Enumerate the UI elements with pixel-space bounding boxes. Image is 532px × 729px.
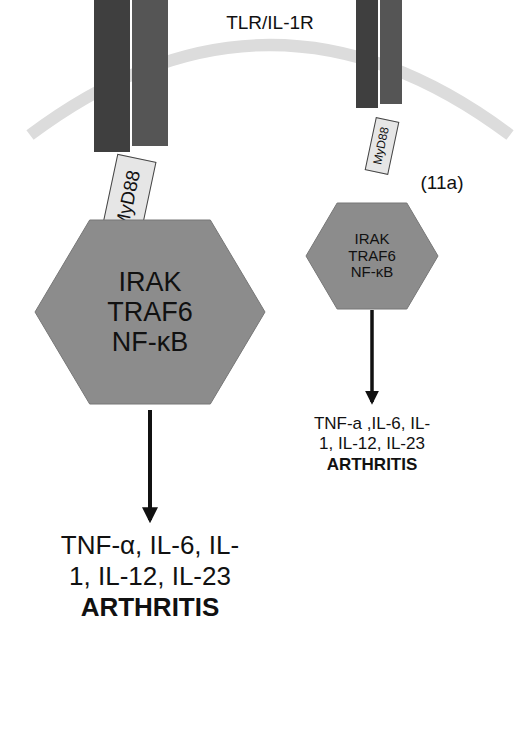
- signalling-hexagon: IRAK TRAF6 NF-κB: [305, 202, 439, 310]
- receptor-chain: [94, 0, 130, 152]
- signal-arrow: [148, 410, 152, 520]
- node-text: IRAK TRAF6 NF-κB: [100, 267, 200, 358]
- receptor-chain: [380, 0, 402, 104]
- receptor-label: TLR/IL-1R: [190, 12, 350, 35]
- figure-tag: (11a): [402, 172, 482, 195]
- cytokine-list: TNF-α, IL-6, IL-1, IL-12, IL-23: [58, 530, 242, 592]
- receptor-chain: [356, 0, 378, 108]
- signal-arrow: [370, 310, 374, 402]
- cytokine-list: TNF-a ,IL-6, IL-1, IL-12, IL-23: [313, 414, 431, 455]
- receptor-chain: [132, 0, 168, 146]
- node-text: MyD88: [371, 126, 392, 166]
- signalling-hexagon: IRAK TRAF6 NF-κB: [34, 219, 266, 405]
- outcome-label: ARTHRITIS: [58, 592, 242, 623]
- outcome-label: ARTHRITIS: [313, 455, 431, 475]
- node-text: IRAK TRAF6 NF-κB: [344, 231, 400, 281]
- adaptor-box: MyD88: [365, 117, 400, 175]
